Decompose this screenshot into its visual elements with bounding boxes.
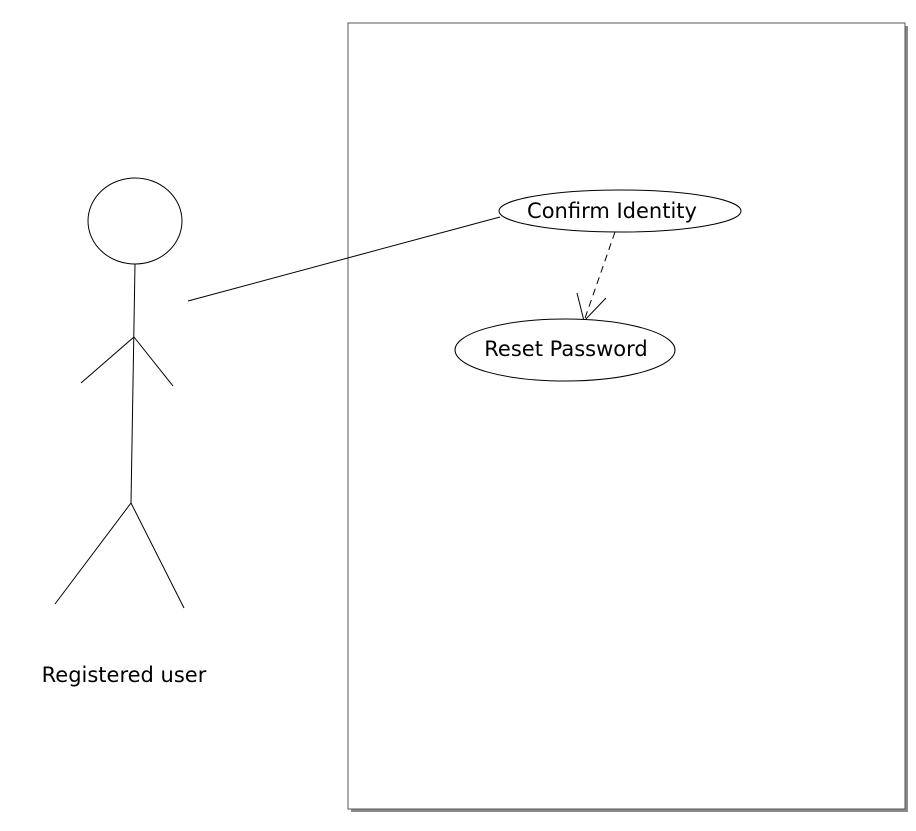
actor-right-arm: [133, 336, 174, 387]
use-case-label: Confirm Identity: [527, 199, 697, 223]
actor-left-arm: [80, 336, 135, 384]
actor-body: [130, 263, 136, 504]
system-boundary: [347, 22, 906, 810]
actor-head: [87, 177, 183, 265]
use-case-reset-password[interactable]: Reset Password: [454, 318, 676, 382]
dependency-line: [583, 231, 616, 322]
actor-left-leg: [54, 502, 132, 605]
actor-right-leg: [130, 502, 185, 609]
association-line: [187, 216, 501, 302]
use-case-confirm-identity[interactable]: Confirm Identity: [498, 189, 742, 233]
use-case-ellipse: [498, 189, 742, 233]
use-case-label: Reset Password: [484, 337, 647, 361]
use-case-ellipse: [454, 318, 676, 382]
actor-registered-user[interactable]: [54, 177, 185, 609]
actor-label: Registered user: [42, 663, 207, 687]
